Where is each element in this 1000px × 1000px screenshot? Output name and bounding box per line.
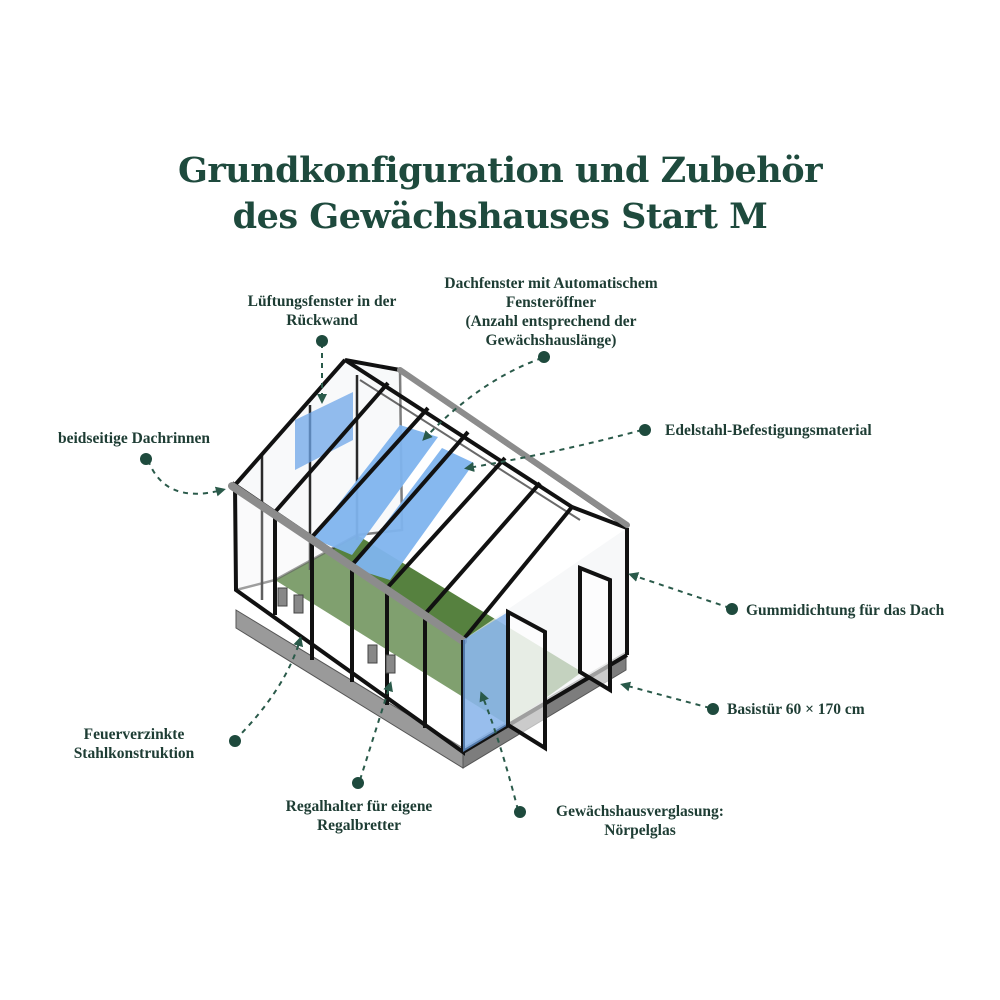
label-lueftungsfenster: Lüftungsfenster in der Rückwand [247, 293, 397, 329]
back-ventilation-window [295, 392, 353, 470]
label-edelstahl: Edelstahl-Befestigungsmaterial [665, 422, 872, 439]
label-dachrinnen: beidseitige Dachrinnen [58, 430, 210, 447]
end-wall-glass [463, 612, 508, 752]
label-basistuer: Basistür 60 × 170 cm [727, 701, 865, 718]
label-verglasung: Gewächshausverglasung: Nörpelglas [556, 803, 724, 839]
shelf-brackets [277, 587, 396, 674]
roof-frame [233, 358, 628, 642]
roof-windows [312, 425, 474, 580]
label-gummidichtung: Gummidichtung für das Dach [746, 602, 945, 619]
label-stahlkonstruktion: Feuerverzinkte Stahlkonstruktion [73, 726, 195, 762]
label-regalhalter: Regalhalter für eigene Regalbretter [285, 798, 433, 834]
page-title: Grundkonfiguration und Zubehör des Gewäc… [0, 148, 1000, 240]
leader-lines [147, 343, 731, 811]
gutter [228, 482, 467, 645]
title-line-1: Grundkonfiguration und Zubehör [177, 150, 823, 191]
ridge-gutter [397, 367, 630, 528]
title-line-2: des Gewächshauses Start M [232, 196, 768, 237]
label-dachfenster: Dachfenster mit Automatischem Fensteröff… [444, 275, 658, 349]
door [506, 565, 612, 752]
leader-dots [140, 335, 738, 818]
